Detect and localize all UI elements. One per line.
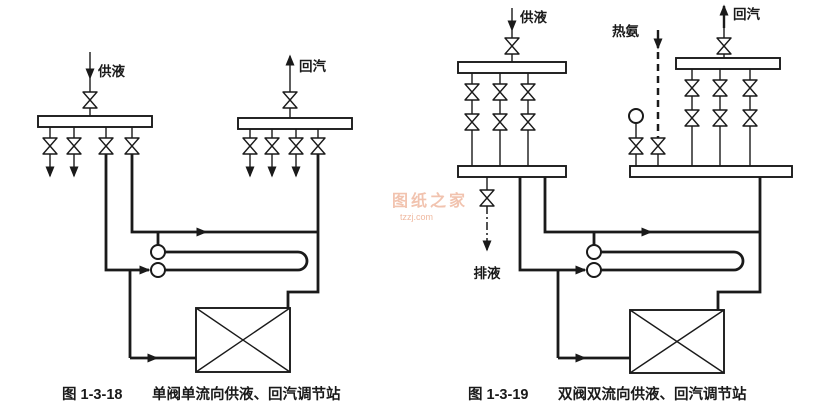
supply-manifold-lower-header	[457, 165, 567, 178]
drain-branch: 排液	[474, 177, 501, 281]
return-riser-pipe	[716, 177, 762, 310]
valve-icon	[464, 83, 480, 101]
return-manifold-header	[237, 117, 353, 130]
valve-icon	[288, 137, 304, 155]
pipe-stem	[635, 154, 659, 166]
valve-icon	[520, 83, 536, 101]
liquid-pipe	[104, 154, 151, 275]
pipe-stem	[249, 129, 319, 138]
return-double-valves	[684, 69, 758, 166]
watermark: 图纸之家 tzzj.com	[392, 191, 468, 222]
pipe-stem	[691, 69, 751, 80]
liquid-pipe	[543, 177, 653, 237]
evaporator	[629, 309, 725, 374]
supply-label: 供液	[519, 9, 548, 25]
valve-icon	[492, 113, 508, 131]
valve-icon	[520, 113, 536, 131]
valve-icon	[684, 109, 700, 127]
evaporator	[195, 307, 291, 373]
evaporator-cross	[629, 309, 725, 374]
watermark-line1: 图纸之家	[392, 191, 468, 210]
valve-icon	[264, 137, 280, 155]
hot-ammonia-label: 热氨	[612, 23, 640, 39]
pipe-stem	[691, 126, 751, 166]
liquid-pipe	[130, 154, 208, 237]
valve-icon	[42, 137, 58, 155]
coil-connection-circle	[150, 244, 166, 260]
coil-connection-circle	[150, 262, 166, 278]
supply-manifold-header	[37, 115, 153, 128]
left-caption-number: 图 1-3-18	[62, 386, 122, 403]
valve-icon	[716, 37, 732, 55]
heat-exchange-coil	[150, 244, 309, 278]
left-caption-title: 单阀单流向供液、回汽调节站	[152, 385, 341, 403]
supply-double-valves	[464, 73, 536, 166]
supply-manifold-upper-header	[457, 61, 567, 74]
valve-icon	[82, 91, 98, 109]
figure-double-valve-station: 供液 排液	[457, 4, 793, 374]
valve-icon	[242, 137, 258, 155]
pipe-stem	[49, 127, 133, 138]
return-riser-pipe	[286, 154, 320, 308]
coil-ubend	[297, 250, 309, 272]
valve-icon	[66, 137, 82, 155]
valve-icon	[628, 137, 644, 155]
supply-branch-valves	[42, 127, 140, 178]
drain-label: 排液	[474, 265, 501, 281]
gauge-icon	[628, 108, 644, 124]
coil-ubend	[733, 250, 745, 272]
pipe-stem	[691, 96, 751, 110]
captions: 图 1-3-18 单阀单流向供液、回汽调节站 图 1-3-19 双阀双流向供液、…	[62, 385, 747, 403]
hot-ammonia-branch: 热氨	[612, 23, 666, 166]
valve-icon	[464, 113, 480, 131]
valve-icon	[479, 189, 495, 207]
pipe-stem	[471, 130, 529, 166]
watermark-line2: tzzj.com	[400, 212, 433, 222]
return-manifold-lower-header	[629, 165, 793, 178]
valve-icon	[504, 37, 520, 55]
pipe-stem	[471, 73, 529, 84]
right-caption-number: 图 1-3-19	[468, 386, 528, 403]
valve-icon	[310, 137, 326, 155]
valve-icon	[282, 91, 298, 109]
valve-icon	[684, 79, 700, 97]
valve-icon	[742, 79, 758, 97]
valve-icon	[742, 109, 758, 127]
return-manifold-upper-header	[675, 57, 781, 70]
valve-icon	[650, 137, 666, 155]
coil-connection-circle	[586, 262, 602, 278]
right-caption-title: 双阀双流向供液、回汽调节站	[558, 385, 747, 403]
liquid-pipe	[518, 177, 587, 275]
valve-icon	[98, 137, 114, 155]
valve-icon	[712, 109, 728, 127]
evaporator-cross	[195, 307, 291, 373]
valve-icon	[492, 83, 508, 101]
coil-connection-circle	[586, 244, 602, 260]
valve-icon	[712, 79, 728, 97]
figure-single-valve-station: 供液	[37, 52, 353, 373]
valve-icon	[124, 137, 140, 155]
heat-exchange-coil	[586, 244, 745, 278]
supply-label: 供液	[97, 63, 125, 79]
return-label: 回汽	[299, 58, 326, 74]
return-branch-valves	[242, 129, 326, 178]
return-label: 回汽	[733, 6, 761, 22]
pipe-stem	[471, 100, 529, 114]
